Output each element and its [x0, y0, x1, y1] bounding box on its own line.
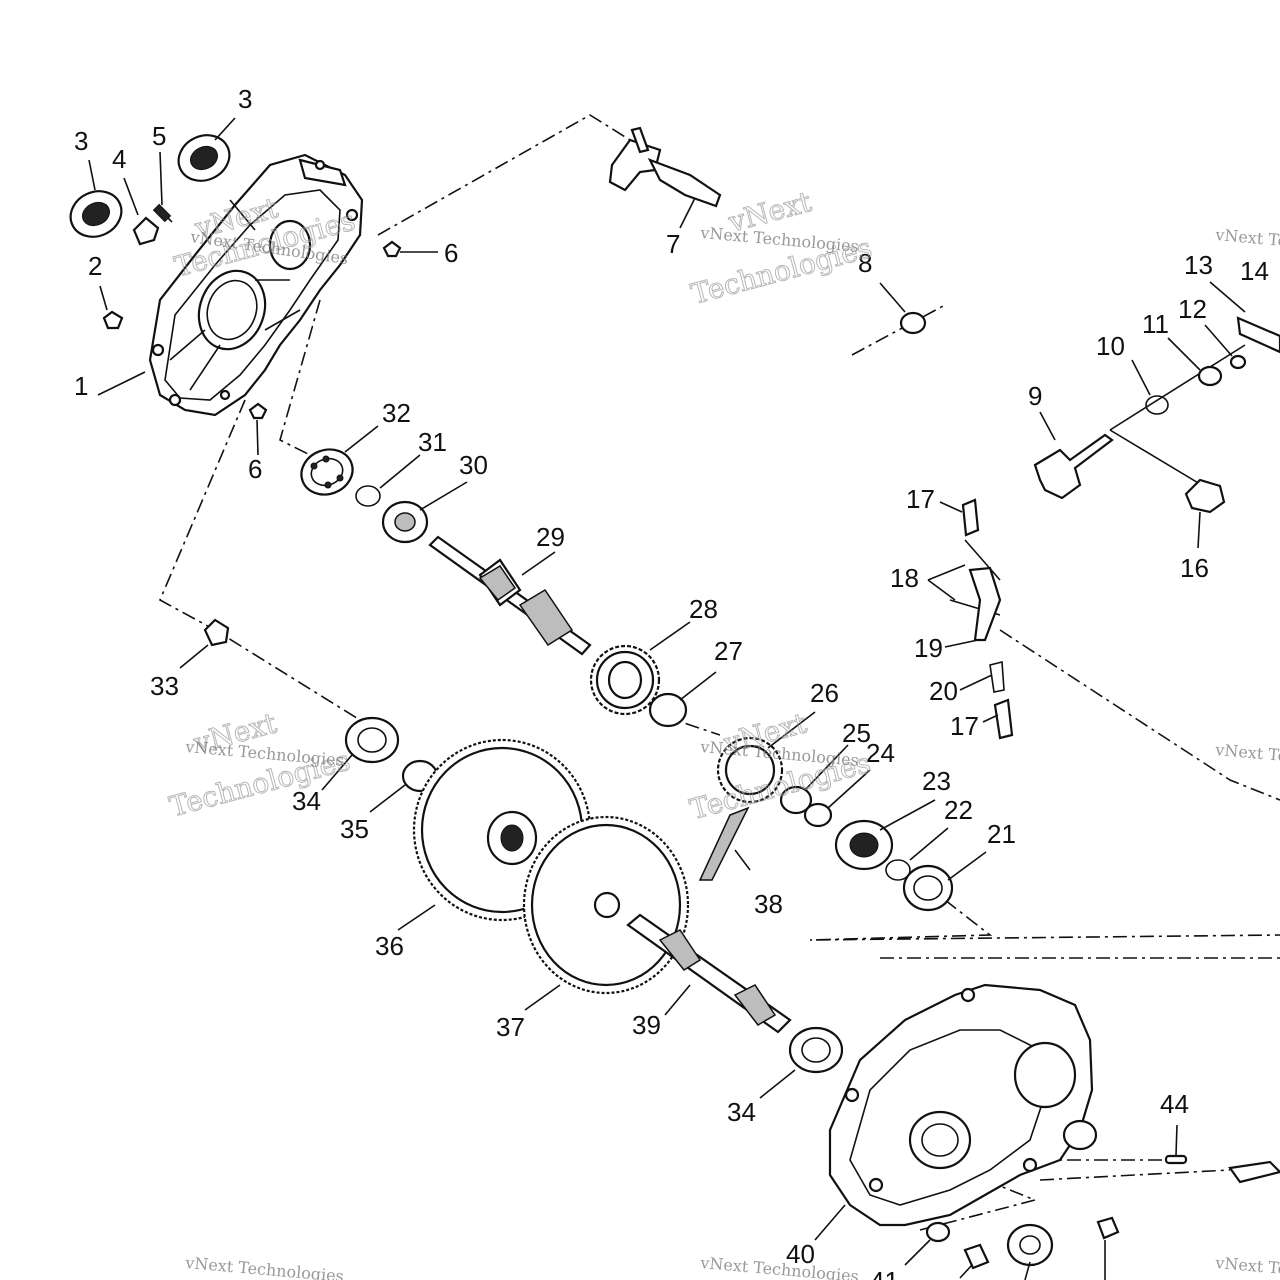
bearing-group-upper [300, 448, 429, 544]
callout-1: 1 [74, 371, 88, 401]
input-shaft [428, 535, 592, 656]
callout-24: 24 [866, 738, 895, 768]
callout-3a: 3 [74, 126, 88, 156]
callout-39: 39 [632, 1010, 661, 1040]
callout-41: 41 [870, 1266, 899, 1280]
ring-27 [648, 692, 688, 728]
callout-35: 35 [340, 814, 369, 844]
callout-13: 13 [1184, 250, 1213, 280]
watermark-small: vNext Technologies [1214, 740, 1280, 773]
callout-34b: 34 [727, 1097, 756, 1127]
watermark-small: vNext Technologies [1214, 225, 1280, 258]
watermark-small: vNext Technologies [699, 223, 860, 256]
callout-26: 26 [810, 678, 839, 708]
assembly-lines [158, 114, 1280, 1231]
callout-11: 11 [1142, 309, 1169, 339]
callout-20: 20 [929, 676, 958, 706]
callout-31: 31 [418, 427, 447, 457]
callout-14: 14 [1240, 256, 1269, 286]
drain-plug [203, 618, 230, 647]
case-cover-left [148, 153, 364, 417]
callout-8: 8 [858, 248, 872, 278]
watermark-small: vNext Technologies [184, 1253, 345, 1280]
callout-5: 5 [152, 121, 166, 151]
callout-32: 32 [382, 398, 411, 428]
chain-38 [698, 806, 750, 881]
callout-17a: 17 [906, 484, 935, 514]
callout-3b: 3 [238, 84, 252, 114]
callout-29: 29 [536, 522, 565, 552]
detent-assembly [961, 498, 1014, 740]
case-right [828, 983, 1098, 1227]
callout-19: 19 [914, 633, 943, 663]
callout-37: 37 [496, 1012, 525, 1042]
gear-cluster-right [716, 736, 954, 912]
callout-7: 7 [666, 229, 680, 259]
callout-21: 21 [987, 819, 1016, 849]
watermark-small: vNext Technologies [1214, 1253, 1280, 1280]
callout-30: 30 [459, 450, 488, 480]
callout-12: 12 [1178, 294, 1207, 324]
callout-23: 23 [922, 766, 951, 796]
callout-34a: 34 [292, 786, 321, 816]
callout-25: 25 [842, 718, 871, 748]
callout-10: 10 [1096, 331, 1125, 361]
bearing-group-lower [344, 716, 844, 1074]
callout-22: 22 [944, 795, 973, 825]
callout-28: 28 [689, 594, 718, 624]
output-shaft [593, 891, 792, 1034]
callout-9: 9 [1028, 381, 1042, 411]
watermark-small: vNext Technologies [699, 1253, 860, 1280]
callout-44: 44 [1160, 1089, 1189, 1119]
callouts: 1 2 3 3 4 5 6 6 7 8 9 10 11 12 13 14 16 … [74, 84, 1269, 1280]
callout-4: 4 [112, 144, 126, 174]
washer-8 [899, 311, 927, 335]
small-parts-upper-left [69, 134, 402, 420]
callout-6a: 6 [444, 238, 458, 268]
callout-17b: 17 [950, 711, 979, 741]
small-parts-bottom [925, 1154, 1280, 1270]
callout-27: 27 [714, 636, 743, 666]
shift-shaft-assembly [1033, 316, 1280, 514]
leader-lines [88, 117, 1246, 1280]
callout-18: 18 [890, 563, 919, 593]
callout-16: 16 [1180, 553, 1209, 583]
callout-38: 38 [754, 889, 783, 919]
callout-33: 33 [150, 671, 179, 701]
callout-2: 2 [88, 251, 102, 281]
callout-40: 40 [786, 1239, 815, 1269]
gear-28 [589, 644, 661, 716]
shift-fork [608, 126, 722, 208]
callout-6b: 6 [248, 454, 262, 484]
callout-36: 36 [375, 931, 404, 961]
